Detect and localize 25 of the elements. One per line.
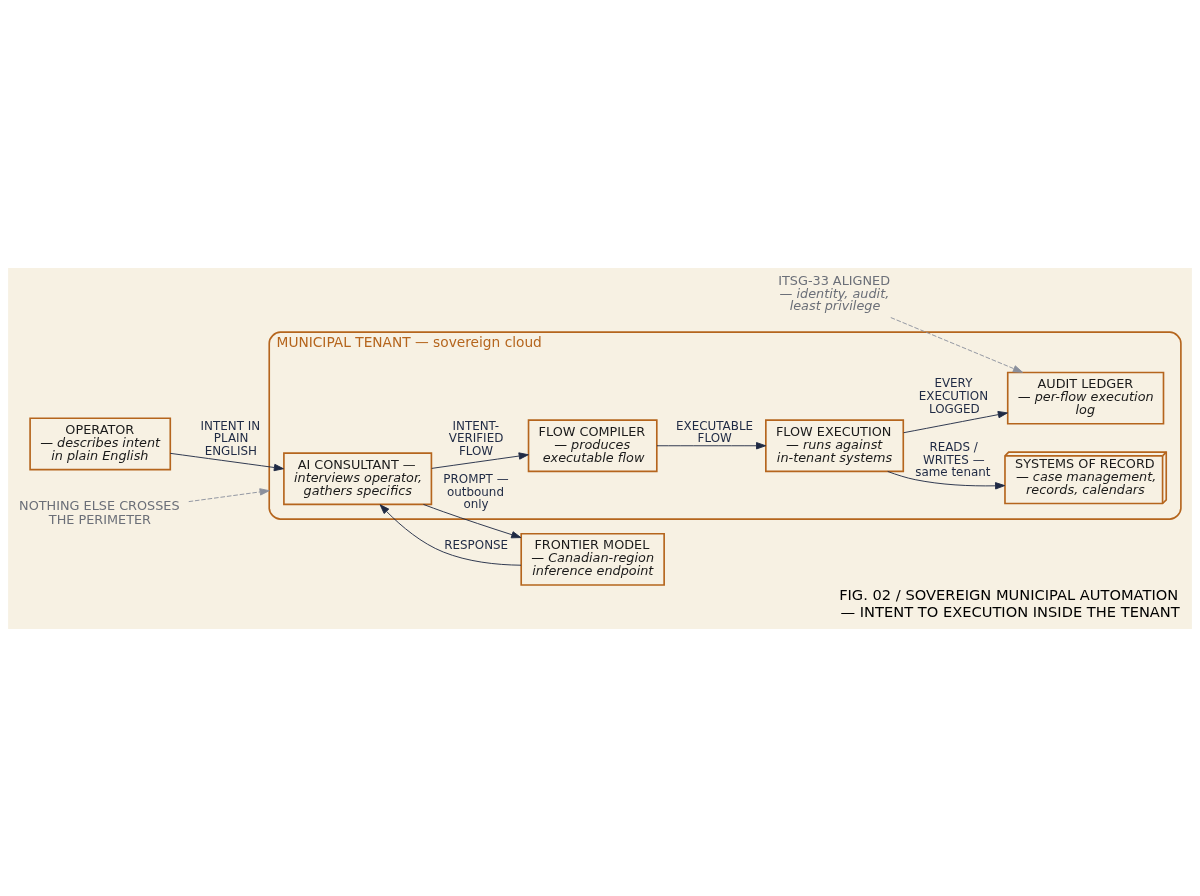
arrow: [887, 470, 1006, 489]
edge-label: INTENT- VERIFIED FLOW: [448, 418, 504, 458]
edge-label: EVERY EXECUTION LOGGED: [918, 375, 989, 416]
arrow: [890, 316, 1023, 373]
edge-label: EXECUTABLE FLOW: [676, 418, 754, 445]
edge-label: RESPONSE: [444, 537, 509, 552]
edge-label: PROMPT — outbound only: [443, 471, 509, 511]
node-box: FLOW EXECUTION — runs against in-tenant systems: [765, 418, 905, 472]
edge-label: INTENT IN PLAIN ENGLISH: [200, 418, 261, 458]
caption: FIG. 02 / SOVEREIGN MUNICIPAL AUTOMATION — INTENT TO EXECUTION INSIDE THE TENANT: [839, 585, 1180, 620]
node-box: FLOW COMPILER — produces executable flow: [527, 418, 658, 472]
edge-label: READS / WRITES — same tenant: [915, 439, 991, 479]
arrow: [169, 452, 284, 471]
arrow: [903, 410, 1008, 433]
node-text: ITSG-33 ALIGNED — identity, audit, least privilege: [778, 272, 891, 313]
arrow: [422, 503, 522, 538]
node-box: OPERATOR — describes intent in plain English: [29, 416, 172, 470]
node-box: AUDIT LEDGER — per-flow execution log: [1006, 371, 1165, 425]
node-box: AI CONSULTANT — interviews operator, gathers specifics: [283, 451, 433, 505]
arrow: [188, 487, 270, 502]
arrow: [656, 441, 767, 449]
arrow: [431, 451, 529, 469]
node-text: NOTHING ELSE CROSSES THE PERIMETER: [19, 497, 180, 527]
arrow: [379, 503, 522, 566]
node-box: FRONTIER MODEL — Canadian-region inference endpoint: [520, 532, 665, 586]
